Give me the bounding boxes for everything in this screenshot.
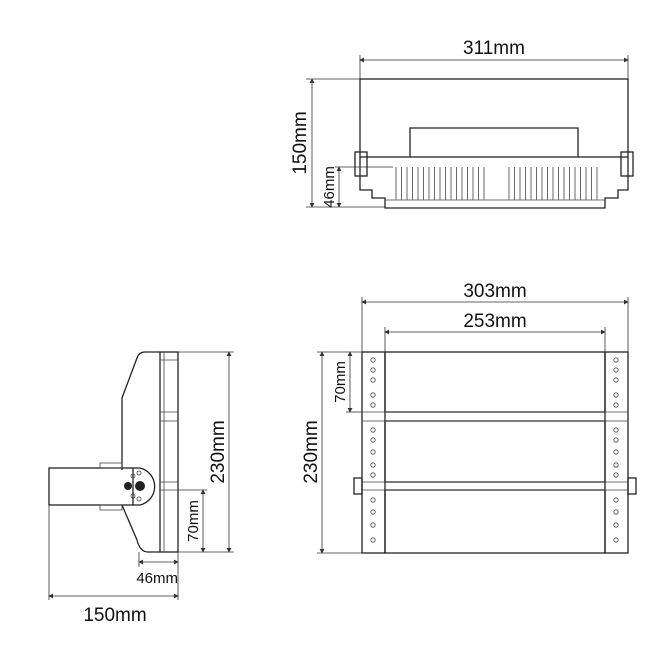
mounting-hole <box>370 509 376 515</box>
side-module-label: 70mm <box>185 500 202 542</box>
top-view: 311mm 150mm 46mm <box>290 38 634 209</box>
mounting-hole <box>613 509 619 515</box>
mounting-hole <box>613 449 619 455</box>
front-view: 303mm 253mm 230mm 70mm <box>301 281 637 554</box>
mounting-hole <box>613 367 619 373</box>
mounting-hole <box>613 427 619 433</box>
front-outer-width-label: 303mm <box>463 281 526 302</box>
mounting-hole <box>613 377 619 383</box>
front-height-label: 230mm <box>301 420 322 483</box>
side-total-label: 150mm <box>83 605 146 626</box>
mounting-hole <box>370 449 376 455</box>
mounting-hole <box>370 357 376 363</box>
mounting-hole <box>370 462 376 468</box>
mounting-hole <box>613 437 619 443</box>
mounting-hole <box>370 472 376 478</box>
heatsink-fins <box>395 167 598 200</box>
top-base-label: 46mm <box>321 166 338 208</box>
mounting-hole <box>613 402 619 408</box>
top-width-label: 311mm <box>463 38 525 59</box>
mounting-hole <box>613 522 619 528</box>
mounting-hole <box>370 427 376 433</box>
top-height-label: 150mm <box>290 111 311 174</box>
front-module-label: 70mm <box>332 361 349 403</box>
mounting-hole <box>613 472 619 478</box>
mounting-hole <box>613 537 619 543</box>
front-inner-width-label: 253mm <box>463 311 526 332</box>
side-depth-label: 46mm <box>136 570 178 587</box>
mounting-hole <box>370 367 376 373</box>
mounting-hole <box>613 357 619 363</box>
mounting-hole <box>370 402 376 408</box>
mounting-hole <box>370 437 376 443</box>
mounting-hole <box>613 497 619 503</box>
mounting-holes <box>370 357 619 543</box>
mounting-hole <box>370 537 376 543</box>
side-view: 230mm 70mm 46mm 150mm <box>48 351 234 626</box>
mounting-hole <box>613 462 619 468</box>
mounting-hole <box>370 522 376 528</box>
mounting-hole <box>370 497 376 503</box>
mounting-hole <box>370 392 376 398</box>
top-view-body <box>354 78 634 209</box>
mounting-hole <box>370 377 376 383</box>
side-height-label: 230mm <box>208 420 229 483</box>
mounting-hole <box>613 392 619 398</box>
